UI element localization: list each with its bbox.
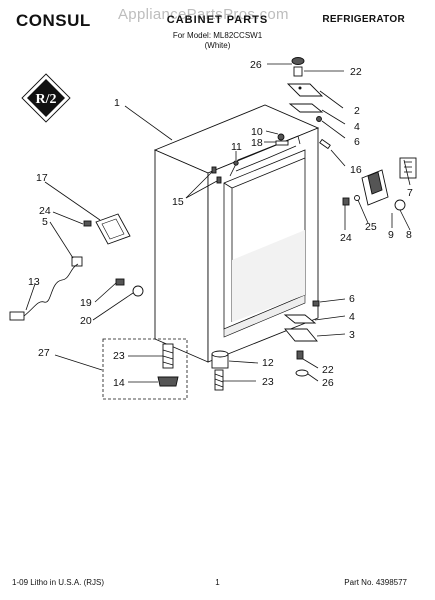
callout-labels: 26 22 1 2 4 6 10 18 11 16 17 7 15 24 24 … (28, 59, 413, 389)
cabinet-shell (153, 104, 320, 363)
part-16-pin (319, 138, 331, 150)
callout-7: 7 (407, 187, 413, 199)
callout-6-bottom: 6 (349, 293, 355, 305)
part-number: Part No. 4398577 (344, 578, 407, 587)
top-screws (233, 133, 289, 166)
callout-26-bottom: 26 (322, 377, 334, 389)
callout-4-top: 4 (354, 121, 360, 133)
callout-10: 10 (251, 126, 263, 138)
callout-24-left: 24 (39, 205, 51, 217)
callout-16: 16 (350, 164, 362, 176)
callout-14: 14 (113, 377, 125, 389)
kit-parts (157, 343, 179, 387)
top-hinge-assembly (286, 57, 324, 122)
callout-11: 11 (231, 141, 242, 153)
print-info: 1-09 Litho in U.S.A. (RJS) (12, 578, 105, 587)
callout-20: 20 (80, 315, 92, 327)
page-title: CABINET PARTS (166, 14, 269, 26)
leader-lines (25, 63, 411, 383)
color-line: (White) (204, 41, 231, 50)
power-cord (9, 263, 144, 321)
callout-8: 8 (406, 229, 412, 241)
callout-24-right: 24 (340, 232, 352, 244)
callout-1: 1 (114, 97, 120, 109)
callout-22-bottom: 22 (322, 364, 334, 376)
callout-4-bottom: 4 (349, 311, 355, 323)
light-housing (71, 213, 131, 267)
callout-12: 12 (262, 357, 274, 369)
brand-logo: CONSUL (16, 11, 91, 30)
callout-6-top: 6 (354, 136, 360, 148)
category-label: REFRIGERATOR (322, 14, 405, 25)
callout-17: 17 (36, 172, 48, 184)
callout-23-left: 23 (113, 350, 125, 362)
callout-5: 5 (42, 216, 48, 228)
callout-13: 13 (28, 276, 40, 288)
callout-2: 2 (354, 105, 360, 117)
callout-9: 9 (388, 229, 394, 241)
callout-22-top: 22 (350, 66, 362, 78)
callout-23-right: 23 (262, 376, 274, 388)
badge-text: R/2 (36, 92, 57, 107)
callout-26-top: 26 (250, 59, 262, 71)
bottom-hinge-assembly (283, 300, 320, 377)
callout-27: 27 (38, 347, 50, 359)
callout-19: 19 (80, 297, 92, 309)
callout-3: 3 (349, 329, 355, 341)
callout-15: 15 (172, 196, 184, 208)
model-line: For Model: ML82CCSW1 (172, 31, 263, 40)
kit-box-27 (102, 338, 188, 400)
callout-25: 25 (365, 221, 377, 233)
watermark: AppliancePartsPros.com (118, 6, 289, 23)
refrigerant-r12-badge-icon: R/2 (21, 73, 71, 123)
page-number: 1 (215, 578, 220, 587)
leveling-legs (211, 350, 229, 391)
thermostat-group (342, 157, 417, 211)
callout-18: 18 (251, 137, 263, 149)
screws-15 (211, 166, 222, 184)
